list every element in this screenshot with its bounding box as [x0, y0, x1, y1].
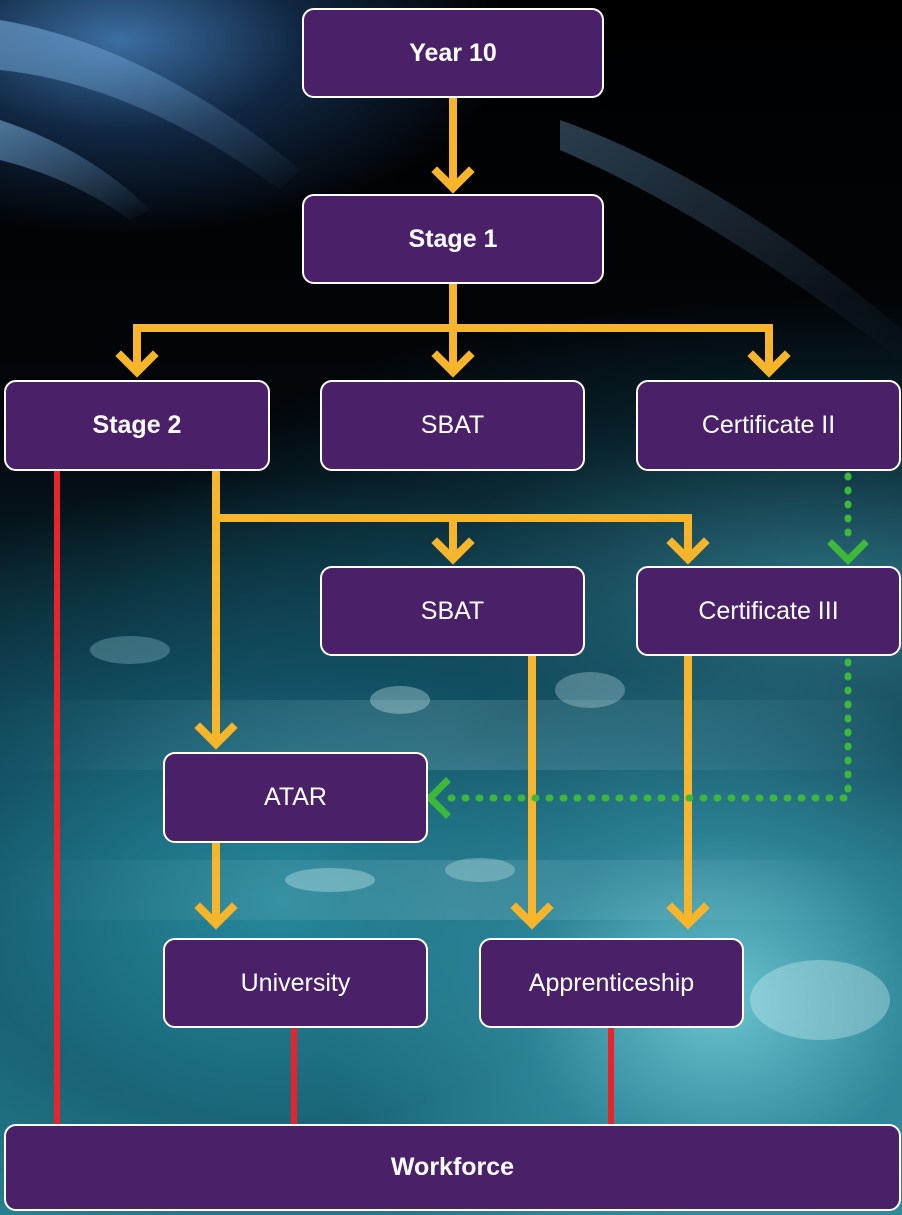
arrowhead — [747, 350, 791, 378]
arrowhead — [194, 902, 238, 930]
node-stage-2-label: Stage 2 — [92, 411, 182, 439]
node-stage-2: Stage 2 — [4, 380, 270, 471]
arrowhead — [431, 350, 475, 378]
node-year-10: Year 10 — [302, 8, 604, 98]
main-flow-arrowheads — [115, 166, 791, 930]
node-apprenticeship-label: Apprenticeship — [528, 968, 695, 997]
node-workforce: Workforce — [4, 1124, 901, 1211]
node-stage-1-label: Stage 1 — [408, 224, 498, 253]
node-workforce-label: Workforce — [390, 1153, 515, 1181]
node-certificate-iii: Certificate III — [636, 566, 901, 656]
arrowhead — [115, 350, 159, 378]
node-sbat-stage2-label: SBAT — [420, 596, 485, 625]
arrowhead — [431, 537, 475, 565]
node-atar: ATAR — [163, 752, 428, 843]
optional-flow — [425, 472, 869, 819]
arrowhead — [827, 539, 869, 565]
node-sbat-stage2: SBAT — [320, 566, 585, 656]
node-year-10-label: Year 10 — [409, 38, 497, 67]
arrowhead — [431, 166, 475, 194]
node-university-label: University — [240, 968, 351, 997]
connector-cert3-atar — [436, 658, 852, 802]
connector-stage2-branch — [212, 466, 692, 741]
main-flow-lines — [133, 93, 773, 922]
node-apprenticeship: Apprenticeship — [479, 938, 744, 1028]
node-certificate-iii-label: Certificate III — [698, 596, 839, 625]
connector-stage1-branch — [133, 280, 773, 369]
node-university: University — [163, 938, 428, 1028]
arrowhead — [425, 777, 451, 819]
arrowhead — [666, 537, 710, 565]
arrowhead — [510, 902, 554, 930]
node-sbat-stage1: SBAT — [320, 380, 585, 471]
node-atar-label: ATAR — [264, 783, 327, 811]
arrowhead — [666, 902, 710, 930]
node-stage-1: Stage 1 — [302, 194, 604, 284]
node-sbat-stage1-label: SBAT — [420, 411, 485, 439]
node-certificate-ii-label: Certificate II — [701, 411, 836, 439]
node-certificate-ii: Certificate II — [636, 380, 901, 471]
arrowhead — [194, 722, 238, 750]
